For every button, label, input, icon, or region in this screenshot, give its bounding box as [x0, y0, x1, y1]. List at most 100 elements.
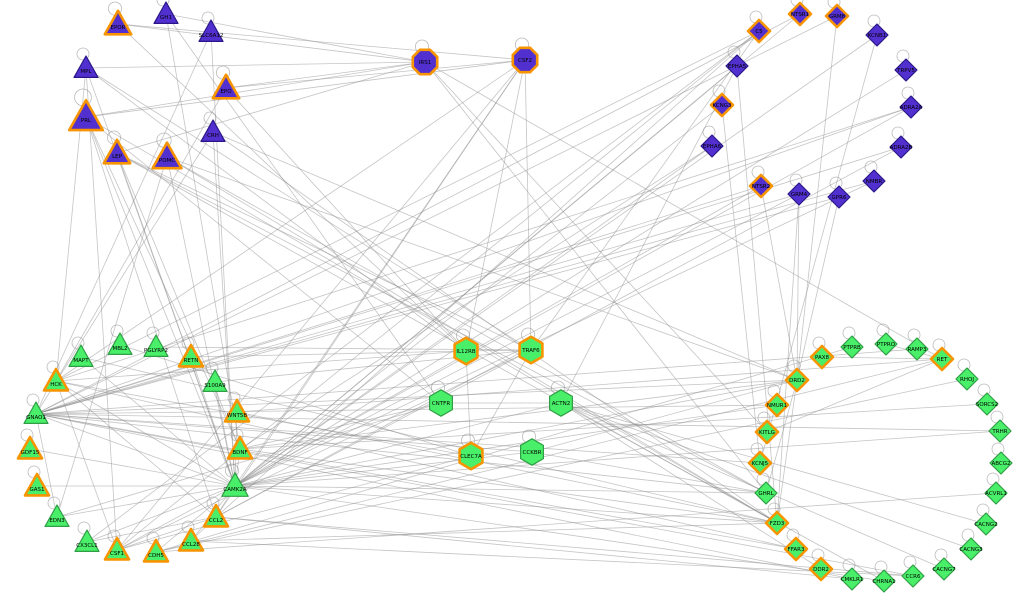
- node-ffar3[interactable]: FFAR3: [783, 536, 809, 562]
- triangle-node-shape[interactable]: [103, 536, 131, 561]
- node-pomc[interactable]: POMC: [151, 141, 183, 170]
- hex-node-shape[interactable]: [518, 335, 544, 365]
- diamond-node-shape[interactable]: [827, 185, 851, 209]
- node-irs1[interactable]: IRS1: [411, 48, 439, 76]
- diamond-node-shape[interactable]: [700, 134, 724, 158]
- node-ntsr2[interactable]: NTSR2: [748, 173, 774, 199]
- diamond-node-shape[interactable]: [894, 58, 918, 82]
- node-mbl2[interactable]: MBL2: [107, 332, 133, 355]
- diamond-node-shape[interactable]: [874, 332, 898, 356]
- diamond-node-shape[interactable]: [899, 95, 923, 119]
- triangle-node-shape[interactable]: [221, 472, 249, 497]
- triangle-node-shape[interactable]: [202, 369, 228, 392]
- hex-node-shape[interactable]: [548, 389, 574, 417]
- triangle-node-shape[interactable]: [67, 98, 105, 132]
- triangle-node-shape[interactable]: [73, 55, 99, 79]
- node-nmbr[interactable]: NMBR: [862, 169, 886, 193]
- diamond-node-shape[interactable]: [988, 419, 1012, 443]
- node-gnao1[interactable]: GNAO1: [23, 401, 49, 424]
- hex-node-shape[interactable]: [519, 438, 545, 466]
- node-gas1[interactable]: GAS1: [23, 472, 51, 497]
- triangle-node-shape[interactable]: [177, 343, 205, 368]
- triangle-node-shape[interactable]: [153, 1, 179, 24]
- node-actn2[interactable]: ACTN2: [548, 389, 574, 417]
- node-csf1[interactable]: CSF1: [103, 536, 131, 561]
- diamond-node-shape[interactable]: [929, 346, 955, 372]
- diamond-node-shape[interactable]: [746, 18, 772, 44]
- node-kitlg[interactable]: KITLG: [754, 419, 780, 445]
- node-lep[interactable]: LEP: [102, 138, 132, 165]
- node-cacng7[interactable]: CACNG7: [932, 557, 956, 581]
- triangle-node-shape[interactable]: [74, 529, 100, 553]
- triangle-node-shape[interactable]: [103, 9, 133, 36]
- diamond-node-shape[interactable]: [809, 344, 835, 370]
- diamond-node-shape[interactable]: [764, 510, 790, 536]
- node-cdh5[interactable]: CDH5: [142, 538, 170, 563]
- node-gh1[interactable]: GH1: [153, 1, 179, 24]
- diamond-node-shape[interactable]: [840, 567, 864, 591]
- triangle-node-shape[interactable]: [23, 401, 49, 424]
- node-epor[interactable]: EPOR: [103, 9, 133, 36]
- triangle-node-shape[interactable]: [200, 119, 226, 142]
- hex-node-shape[interactable]: [458, 441, 484, 471]
- node-rhoj[interactable]: RHOJ: [955, 367, 979, 391]
- node-cntfr[interactable]: CNTFR: [429, 389, 453, 417]
- node-adra2a[interactable]: ADRA2A: [899, 95, 923, 119]
- diamond-node-shape[interactable]: [787, 182, 811, 206]
- diamond-node-shape[interactable]: [862, 169, 886, 193]
- node-slc6a12[interactable]: SLC6A12: [198, 19, 224, 43]
- node-chrna1[interactable]: CHRNA1: [872, 569, 896, 593]
- diamond-node-shape[interactable]: [783, 536, 809, 562]
- node-cacng3[interactable]: CACNG3: [959, 537, 983, 561]
- node-crh[interactable]: CRH: [200, 119, 226, 142]
- node-pglyrp2[interactable]: PGLYRP2: [143, 334, 169, 357]
- node-cacng2[interactable]: CACNG2: [974, 512, 998, 536]
- node-kcnb1[interactable]: KCNB1: [865, 23, 889, 47]
- node-il12rb[interactable]: IL12RB: [453, 336, 479, 366]
- diamond-node-shape[interactable]: [747, 450, 773, 476]
- diamond-node-shape[interactable]: [974, 512, 998, 536]
- node-mpl[interactable]: MPL: [73, 55, 99, 79]
- node-gdf15[interactable]: GDF15: [16, 435, 44, 460]
- node-fzd3[interactable]: FZD3: [764, 510, 790, 536]
- node-ntsr1[interactable]: NTSR1: [787, 1, 813, 27]
- triangle-node-shape[interactable]: [23, 472, 51, 497]
- node-wnt5b[interactable]: WNT5B: [223, 398, 251, 423]
- triangle-node-shape[interactable]: [143, 334, 169, 357]
- triangle-node-shape[interactable]: [102, 138, 132, 165]
- node-trhr[interactable]: TRHR: [988, 419, 1012, 443]
- triangle-node-shape[interactable]: [107, 332, 133, 355]
- diamond-node-shape[interactable]: [905, 337, 929, 361]
- node-ccr6[interactable]: CCR6: [901, 564, 925, 588]
- node-ret[interactable]: RET: [929, 346, 955, 372]
- diamond-node-shape[interactable]: [955, 367, 979, 391]
- hex-node-shape[interactable]: [453, 336, 479, 366]
- node-adra2b[interactable]: ADRA2B: [889, 135, 913, 159]
- node-cckbr[interactable]: CCKBR: [519, 438, 545, 466]
- node-c5[interactable]: C5: [746, 18, 772, 44]
- diamond-node-shape[interactable]: [959, 537, 983, 561]
- triangle-node-shape[interactable]: [211, 73, 241, 100]
- diamond-node-shape[interactable]: [840, 335, 864, 359]
- diamond-node-shape[interactable]: [754, 419, 780, 445]
- node-acvrl1[interactable]: ACVRL1: [984, 481, 1008, 505]
- triangle-node-shape[interactable]: [151, 141, 183, 170]
- node-ramp3[interactable]: RAMP3: [905, 337, 929, 361]
- node-grm4[interactable]: GRM4: [787, 182, 811, 206]
- node-clec7a[interactable]: CLEC7A: [458, 441, 484, 471]
- node-ccl2[interactable]: CCL2: [202, 503, 230, 528]
- node-abcg2[interactable]: ABCG2: [989, 451, 1013, 475]
- node-epha6[interactable]: EPHA6: [700, 134, 724, 158]
- diamond-node-shape[interactable]: [901, 564, 925, 588]
- diamond-node-shape[interactable]: [754, 481, 778, 505]
- oct-node-shape[interactable]: [511, 46, 539, 74]
- node-csf2[interactable]: CSF2: [511, 46, 539, 74]
- node-grm8[interactable]: GRM8: [824, 3, 850, 29]
- diamond-node-shape[interactable]: [865, 23, 889, 47]
- diamond-node-shape[interactable]: [725, 54, 749, 78]
- node-trpv5[interactable]: TRPV5: [894, 58, 918, 82]
- diamond-node-shape[interactable]: [989, 451, 1013, 475]
- diamond-node-shape[interactable]: [932, 557, 956, 581]
- diamond-node-shape[interactable]: [889, 135, 913, 159]
